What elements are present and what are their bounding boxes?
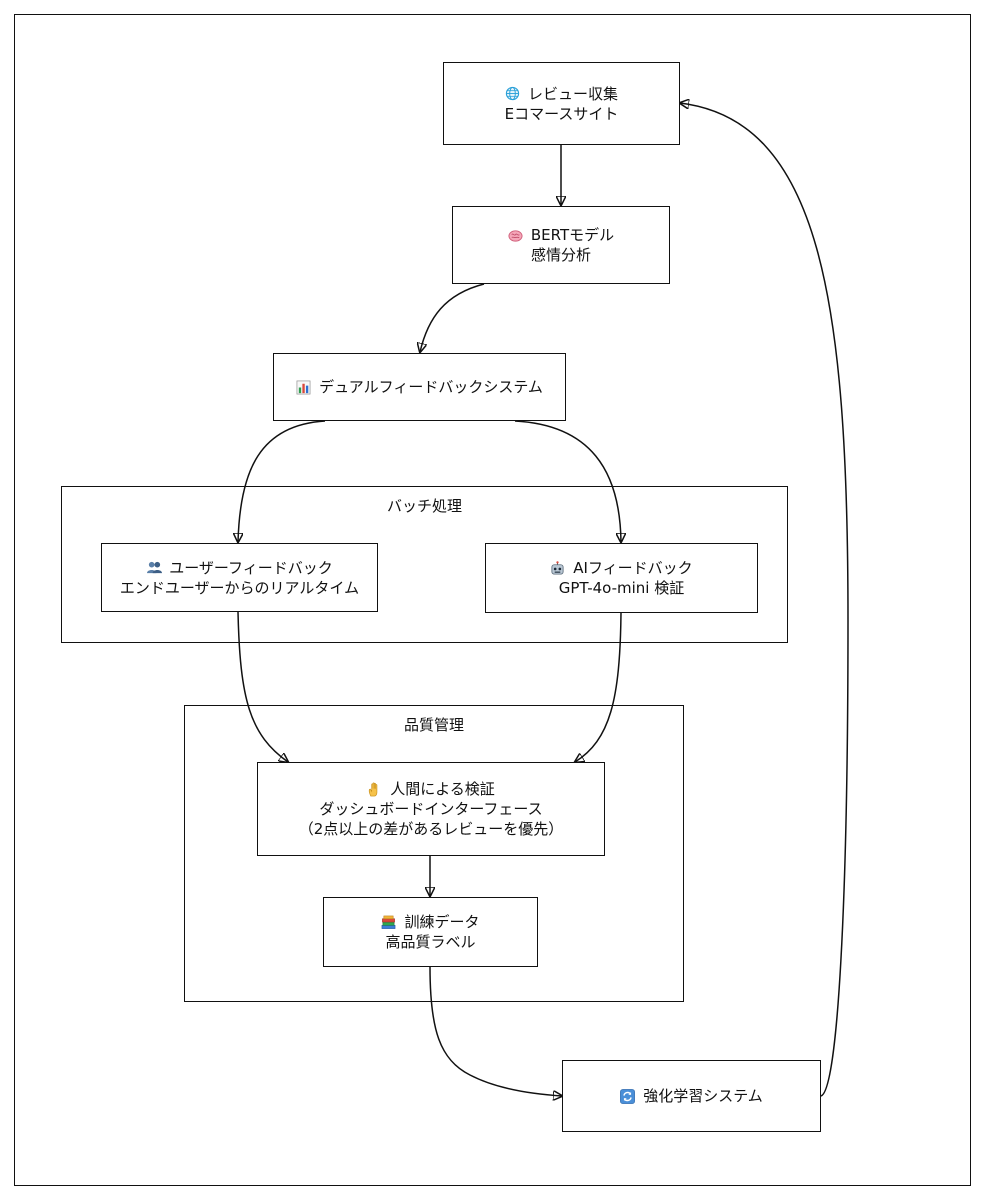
node-training-subtitle: 高品質ラベル — [385, 933, 476, 951]
node-ai-feedback-title: AIフィードバック — [573, 559, 693, 577]
node-ai-feedback-subtitle: GPT-4o-mini 検証 — [558, 579, 685, 597]
group-quality-label: 品質管理 — [403, 716, 464, 734]
node-dual-feedback-system[interactable]: デュアルフィードバックシステム — [273, 353, 566, 421]
node-human-subtitle: ダッシュボードインターフェース — [319, 800, 543, 818]
node-human-note: （2点以上の差があるレビューを優先） — [298, 820, 564, 838]
node-bert-title: BERTモデル — [530, 226, 615, 244]
users-icon — [146, 560, 163, 575]
node-dual-title: デュアルフィードバックシステム — [319, 378, 543, 396]
node-training-title: 訓練データ — [404, 913, 480, 931]
diagram-frame — [14, 14, 971, 1186]
robot-icon — [550, 560, 565, 576]
node-human-title: 人間による検証 — [390, 780, 495, 798]
node-user-feedback-subtitle: エンドユーザーからのリアルタイム — [119, 578, 360, 597]
node-user-feedback-title: ユーザーフィードバック — [169, 558, 333, 577]
group-batch-label: バッチ処理 — [386, 497, 462, 515]
refresh-icon — [620, 1088, 636, 1104]
node-rl-title: 強化学習システム — [643, 1087, 763, 1105]
hand-icon — [367, 782, 382, 797]
node-human-verification[interactable]: 人間による検証 ダッシュボードインターフェース （2点以上の差があるレビューを優… — [257, 762, 605, 856]
node-review-subtitle: Eコマースサイト — [504, 104, 619, 123]
globe-icon — [505, 86, 520, 101]
node-bert-model[interactable]: BERTモデル 感情分析 — [452, 206, 670, 284]
node-reinforcement-learning[interactable]: 強化学習システム — [562, 1060, 821, 1132]
node-user-feedback[interactable]: ユーザーフィードバック エンドユーザーからのリアルタイム — [101, 543, 378, 612]
books-icon — [381, 915, 396, 930]
node-training-data[interactable]: 訓練データ 高品質ラベル — [323, 897, 538, 967]
bar-chart-icon — [296, 380, 311, 395]
node-review-title: レビュー収集 — [527, 84, 618, 103]
node-ai-feedback[interactable]: AIフィードバック GPT-4o-mini 検証 — [485, 543, 758, 613]
brain-icon — [508, 228, 523, 243]
node-bert-subtitle: 感情分析 — [530, 246, 591, 264]
node-review-collection[interactable]: レビュー収集 Eコマースサイト — [443, 62, 680, 145]
